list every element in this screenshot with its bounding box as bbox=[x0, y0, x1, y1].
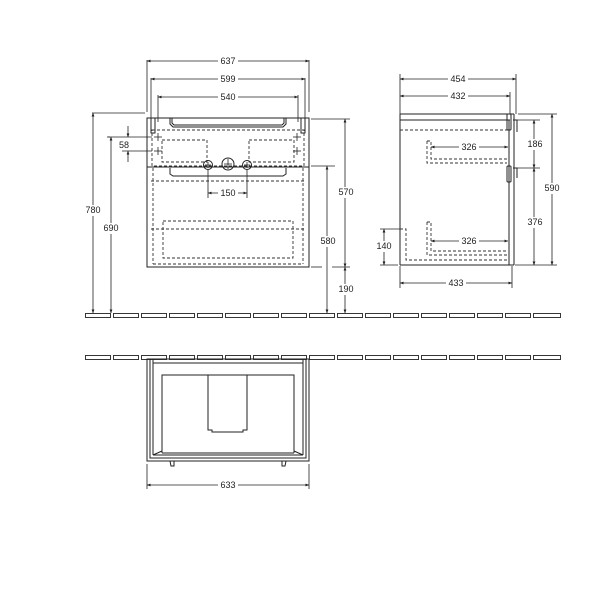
svg-text:326: 326 bbox=[461, 236, 476, 246]
dim-upper-height: 186 bbox=[515, 119, 544, 169]
svg-text:190: 190 bbox=[338, 284, 353, 294]
dim-bottom-depth: 433 bbox=[399, 266, 513, 288]
floor-line bbox=[85, 313, 561, 318]
svg-text:432: 432 bbox=[450, 91, 465, 101]
dim-basin-width: 540 bbox=[157, 92, 299, 102]
svg-text:140: 140 bbox=[376, 241, 391, 251]
dim-upper-drawer-depth: 326 bbox=[430, 142, 509, 152]
svg-text:570: 570 bbox=[338, 187, 353, 197]
dim-cabinet-height: 570 bbox=[311, 118, 355, 268]
dim-lower-height: 580 bbox=[311, 165, 337, 314]
dim-tap-vertical: 58 bbox=[108, 126, 152, 162]
svg-text:326: 326 bbox=[461, 142, 476, 152]
dim-height-basin: 690 bbox=[102, 136, 120, 314]
wall-line bbox=[85, 355, 561, 360]
dim-floor-clearance: 190 bbox=[311, 266, 355, 314]
svg-text:599: 599 bbox=[220, 74, 235, 84]
svg-text:540: 540 bbox=[220, 92, 235, 102]
drain-connections bbox=[203, 157, 252, 171]
dim-lower-drawer-depth: 326 bbox=[430, 236, 509, 246]
dim-total-height: 590 bbox=[518, 113, 561, 266]
svg-text:58: 58 bbox=[119, 140, 129, 150]
svg-text:433: 433 bbox=[448, 278, 463, 288]
top-view: 633 bbox=[85, 355, 561, 490]
dim-overall-depth: 454 bbox=[399, 74, 517, 84]
dim-overall-width: 637 bbox=[146, 56, 310, 66]
dim-inner-width: 599 bbox=[150, 74, 306, 84]
svg-text:150: 150 bbox=[220, 188, 235, 198]
svg-text:637: 637 bbox=[220, 56, 235, 66]
svg-text:590: 590 bbox=[544, 183, 559, 193]
tap-marker-right bbox=[293, 133, 301, 155]
svg-text:454: 454 bbox=[450, 74, 465, 84]
svg-text:376: 376 bbox=[527, 217, 542, 227]
svg-text:780: 780 bbox=[85, 205, 100, 215]
dim-top-width: 633 bbox=[146, 464, 310, 490]
svg-text:580: 580 bbox=[320, 236, 335, 246]
dim-drain-spacing: 150 bbox=[207, 170, 248, 198]
svg-text:186: 186 bbox=[527, 139, 542, 149]
tap-marker-left bbox=[154, 133, 162, 155]
dim-lower-height: 376 bbox=[515, 167, 544, 266]
side-view: 454 432 326 bbox=[375, 74, 561, 288]
svg-text:690: 690 bbox=[103, 223, 118, 233]
svg-text:633: 633 bbox=[220, 480, 235, 490]
dim-height-top: 780 bbox=[84, 112, 145, 314]
dim-back-cutout-height: 140 bbox=[375, 228, 400, 266]
front-view: 637 599 540 bbox=[84, 56, 355, 314]
dim-cabinet-depth: 432 bbox=[399, 91, 511, 101]
